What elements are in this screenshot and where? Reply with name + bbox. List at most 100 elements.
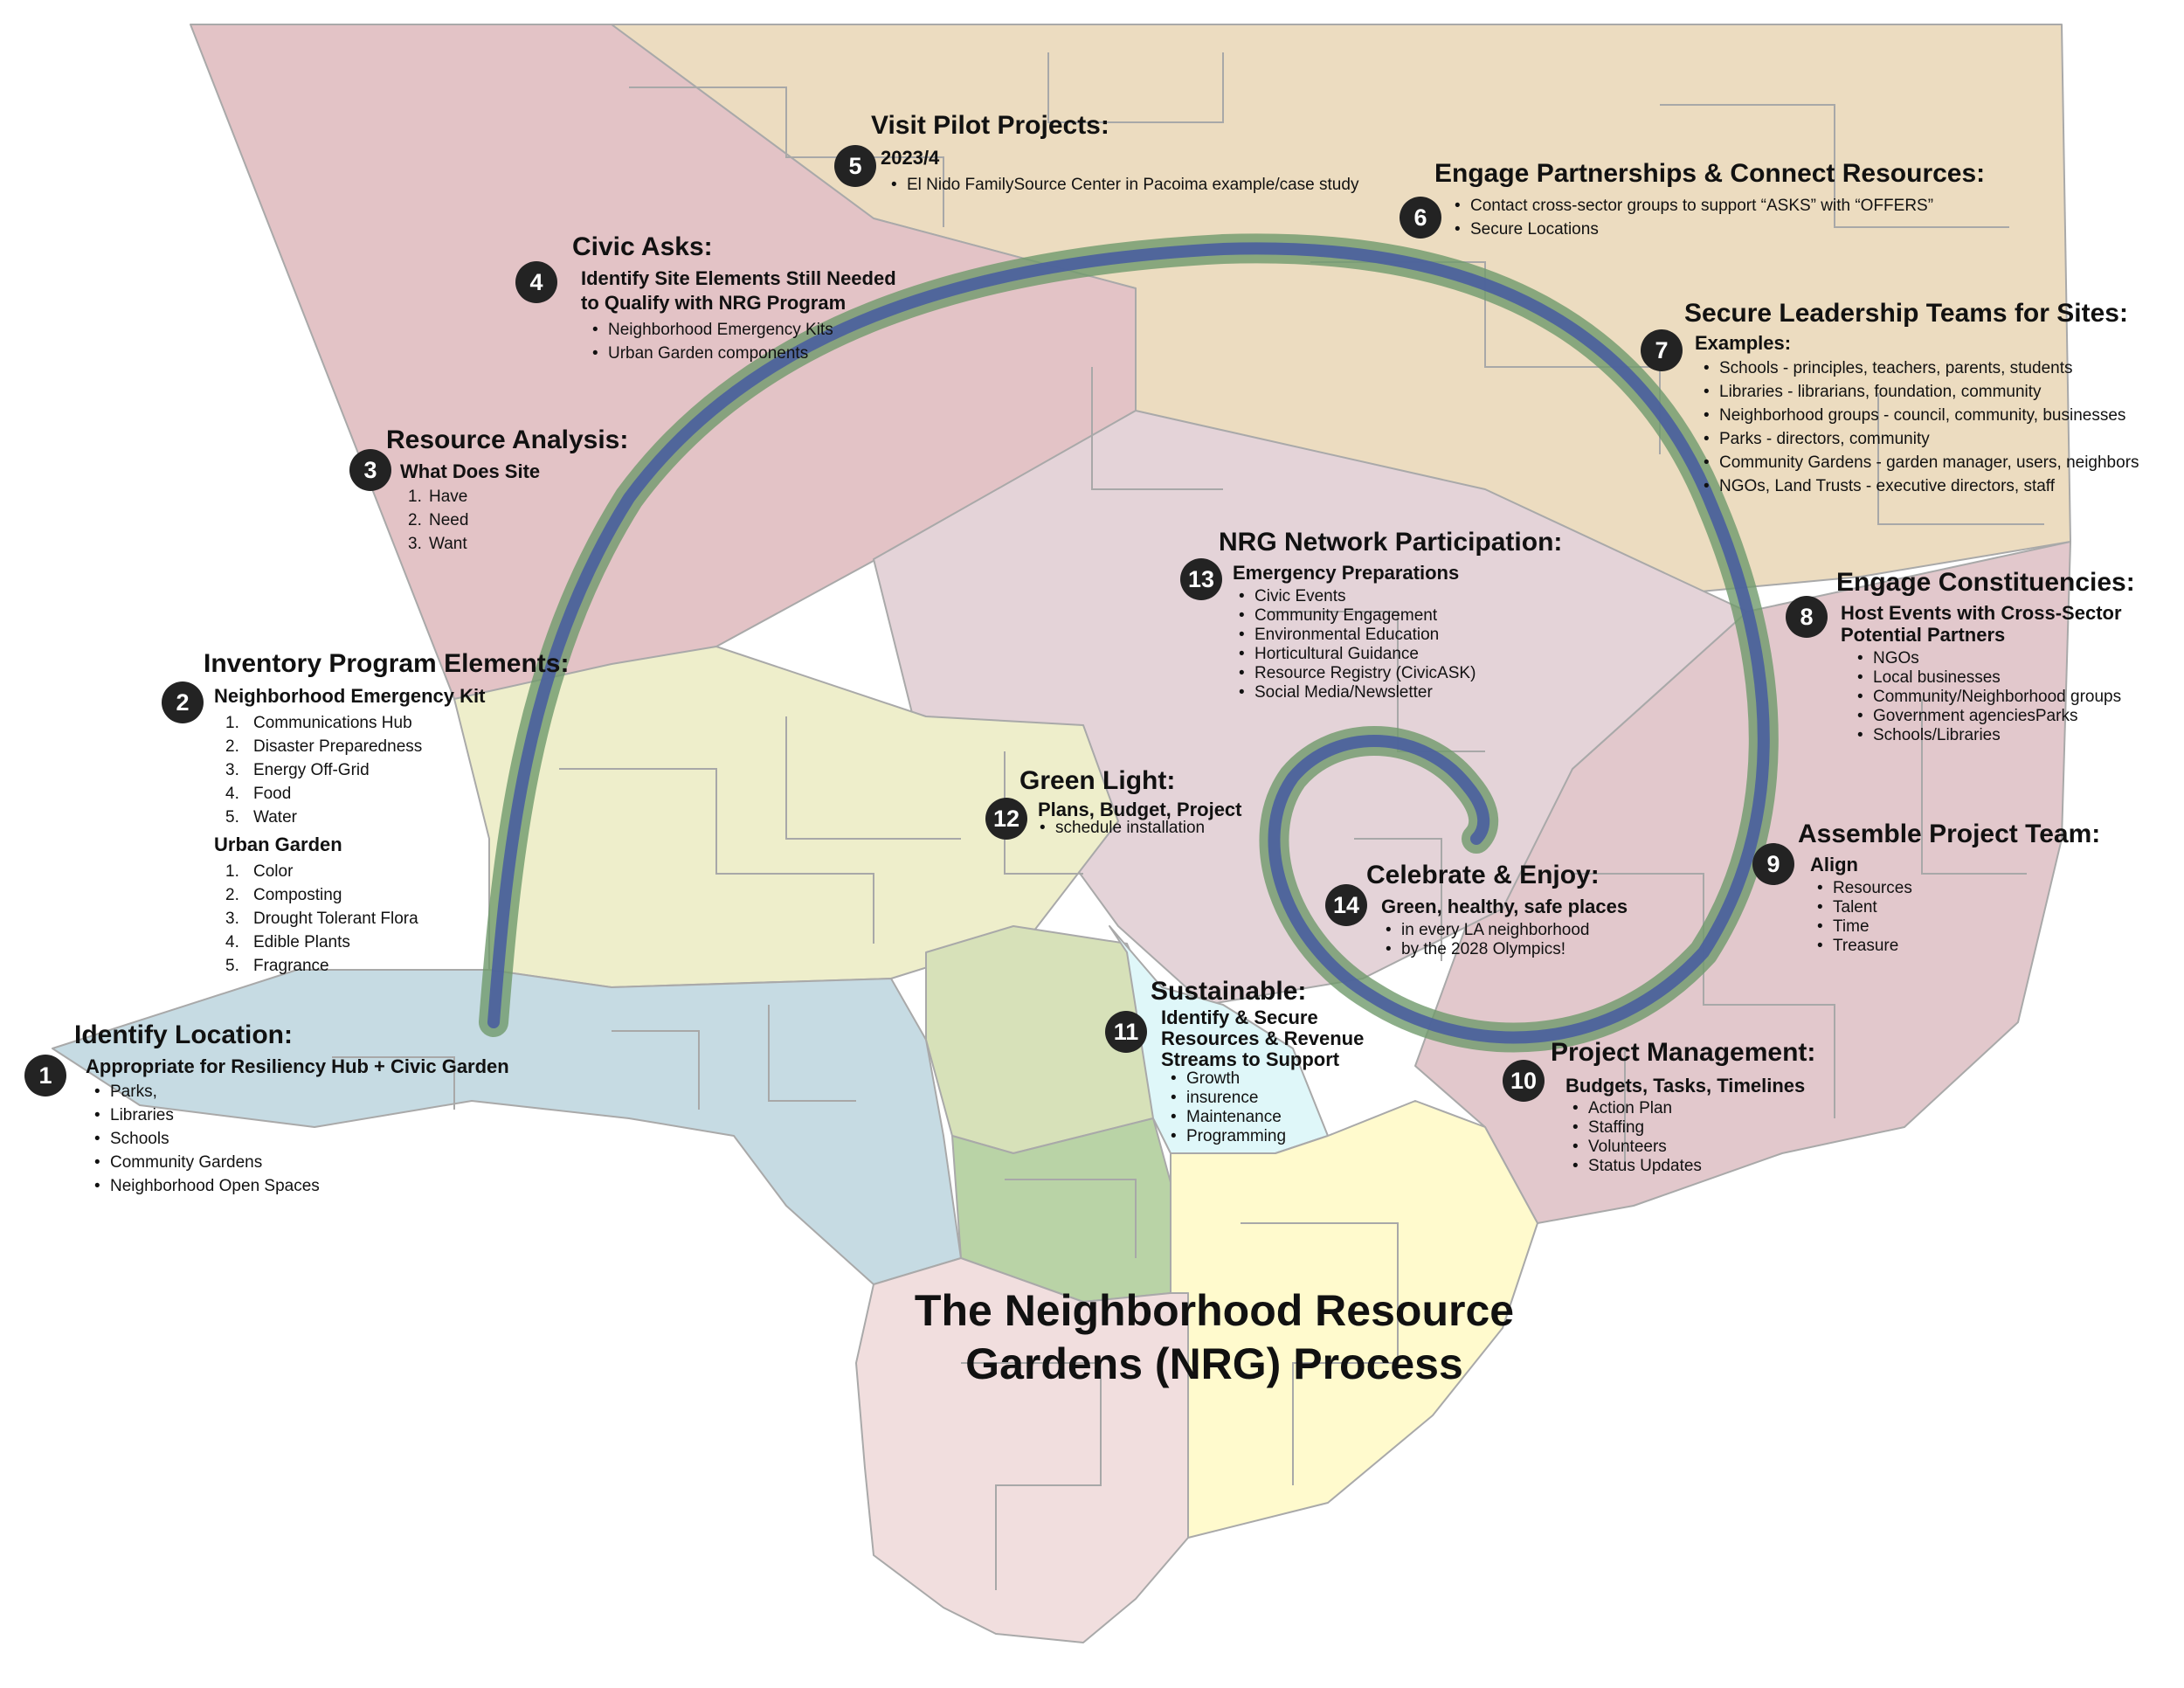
- list-item: Time: [1817, 917, 1912, 937]
- list-item: El Nido FamilySource Center in Pacoima e…: [891, 173, 1358, 197]
- list-item: Libraries: [94, 1103, 320, 1127]
- step-list: Resources Talent Time Treasure: [1817, 879, 1912, 956]
- list-item: schedule installation: [1040, 818, 1205, 839]
- step-subtitle: Identify Site Elements Still Needed: [581, 267, 896, 289]
- step-list: schedule installation: [1040, 818, 1205, 839]
- step-subtitle: Appropriate for Resiliency Hub + Civic G…: [86, 1055, 509, 1077]
- step-subtitle-line-2: Potential Partners: [1841, 624, 2006, 646]
- step-numbered-list: 1.Have 2.Need 3.Want: [408, 488, 469, 553]
- step-number-marker: 12: [985, 798, 1027, 840]
- step-list: El Nido FamilySource Center in Pacoima e…: [891, 173, 1358, 197]
- list-item: Have: [429, 488, 468, 506]
- list-item: Drought Tolerant Flora: [253, 910, 418, 928]
- list-item: Treasure: [1817, 937, 1912, 956]
- step-title: Visit Pilot Projects:: [871, 111, 1109, 140]
- list-item: Urban Garden components: [592, 342, 833, 365]
- step-subtitle-line-2: Resources & Revenue: [1161, 1027, 1365, 1049]
- list-item: Government agenciesParks: [1857, 707, 2121, 726]
- list-item: by the 2028 Olympics!: [1386, 940, 1590, 959]
- diagram-title-line-2: Gardens (NRG) Process: [965, 1339, 1463, 1388]
- step-number-marker: 10: [1503, 1060, 1545, 1102]
- step-title: Project Management:: [1551, 1038, 1816, 1067]
- step-list: in every LA neighborhood by the 2028 Oly…: [1386, 921, 1590, 959]
- list-item: Schools: [94, 1127, 320, 1151]
- step-number-marker: 2: [162, 681, 204, 723]
- step-number-marker: 8: [1786, 596, 1828, 638]
- step-number-marker: 5: [834, 145, 876, 187]
- list-item: Resource Registry (CivicASK): [1239, 664, 1476, 683]
- list-item: Need: [429, 511, 469, 529]
- list-item: Community/Neighborhood groups: [1857, 688, 2121, 707]
- list-item: Action Plan: [1572, 1099, 1702, 1118]
- step-title: Secure Leadership Teams for Sites:: [1684, 299, 2128, 328]
- step-numbered-list: 1.Communications Hub 2.Disaster Prepared…: [225, 714, 423, 827]
- step-list: Parks, Libraries Schools Community Garde…: [94, 1080, 320, 1198]
- list-item: Composting: [253, 886, 342, 904]
- list-item: in every LA neighborhood: [1386, 921, 1590, 940]
- list-item: Staffing: [1572, 1118, 1702, 1138]
- step-subtitle: 2023/4: [881, 147, 940, 169]
- list-item: Schools - principles, teachers, parents,…: [1704, 356, 2139, 380]
- step-number-marker: 7: [1641, 329, 1683, 371]
- list-item: Libraries - librarians, foundation, comm…: [1704, 380, 2139, 404]
- step-number-marker: 14: [1325, 884, 1367, 926]
- step-title: Celebrate & Enjoy:: [1366, 861, 1600, 889]
- list-item: Community Engagement: [1239, 606, 1476, 626]
- step-list: Neighborhood Emergency Kits Urban Garden…: [592, 318, 833, 365]
- step-number-marker: 13: [1180, 558, 1222, 600]
- step-number-marker: 9: [1752, 843, 1794, 885]
- list-item: Disaster Preparedness: [253, 737, 423, 756]
- step-title: Identify Location:: [74, 1020, 293, 1049]
- step-subtitle: Emergency Preparations: [1233, 562, 1460, 584]
- step-number-marker: 3: [349, 449, 391, 491]
- step-subtitle-line-2: to Qualify with NRG Program: [581, 292, 847, 314]
- step-subtitle: Plans, Budget, Project: [1038, 799, 1242, 820]
- step-list: Action Plan Staffing Volunteers Status U…: [1572, 1099, 1702, 1176]
- step-title: Engage Partnerships & Connect Resources:: [1434, 159, 1986, 188]
- step-subtitle: Identify & Secure: [1161, 1007, 1318, 1028]
- list-item: Status Updates: [1572, 1157, 1702, 1176]
- list-item: NGOs: [1857, 649, 2121, 668]
- list-item: Neighborhood Open Spaces: [94, 1174, 320, 1198]
- list-item: Food: [253, 785, 292, 803]
- step-number-marker: 4: [515, 261, 557, 303]
- step-title: Resource Analysis:: [386, 425, 629, 454]
- step-title: NRG Network Participation:: [1219, 528, 1563, 557]
- step-subtitle-2: Urban Garden: [214, 834, 342, 855]
- list-item: Communications Hub: [253, 714, 412, 732]
- step-numbered-list-2: 1.Color 2.Composting 3.Drought Tolerant …: [225, 862, 418, 975]
- step-subtitle: Neighborhood Emergency Kit: [214, 685, 486, 707]
- list-item: Community Gardens: [94, 1151, 320, 1174]
- step-subtitle: Examples:: [1695, 332, 1792, 354]
- step-subtitle: Host Events with Cross-Sector: [1841, 602, 2122, 624]
- step-number-marker: 1: [24, 1055, 66, 1097]
- list-item: Schools/Libraries: [1857, 726, 2121, 745]
- diagram-title: The Neighborhood Resource Gardens (NRG) …: [874, 1284, 1555, 1391]
- list-item: Civic Events: [1239, 587, 1476, 606]
- step-list: Contact cross-sector groups to support “…: [1455, 194, 1933, 241]
- list-item: Local businesses: [1857, 668, 2121, 688]
- step-list: Schools - principles, teachers, parents,…: [1704, 356, 2139, 498]
- step-number-marker: 11: [1105, 1011, 1147, 1053]
- list-item: Water: [253, 808, 297, 827]
- step-subtitle: What Does Site: [400, 460, 541, 482]
- list-item: Energy Off-Grid: [253, 761, 370, 779]
- spiral-path-inner: [487, 242, 1770, 1044]
- step-number-marker: 6: [1400, 197, 1441, 239]
- step-subtitle: Budgets, Tasks, Timelines: [1565, 1075, 1806, 1097]
- list-item: Neighborhood groups - council, community…: [1704, 404, 2139, 427]
- list-item: Horticultural Guidance: [1239, 645, 1476, 664]
- list-item: Parks,: [94, 1080, 320, 1103]
- region-harbor: [855, 1257, 1189, 1643]
- list-item: Want: [429, 535, 467, 553]
- step-list: Civic Events Community Engagement Enviro…: [1239, 587, 1476, 702]
- step-subtitle: Align: [1810, 854, 1858, 875]
- list-item: Contact cross-sector groups to support “…: [1455, 194, 1933, 218]
- list-item: Community Gardens - garden manager, user…: [1704, 451, 2139, 474]
- list-item: Programming: [1171, 1127, 1286, 1146]
- list-item: Social Media/Newsletter: [1239, 683, 1476, 702]
- step-list: NGOs Local businesses Community/Neighbor…: [1857, 649, 2121, 745]
- list-item: Environmental Education: [1239, 626, 1476, 645]
- list-item: Maintenance: [1171, 1108, 1286, 1127]
- step-subtitle: Green, healthy, safe places: [1381, 896, 1628, 917]
